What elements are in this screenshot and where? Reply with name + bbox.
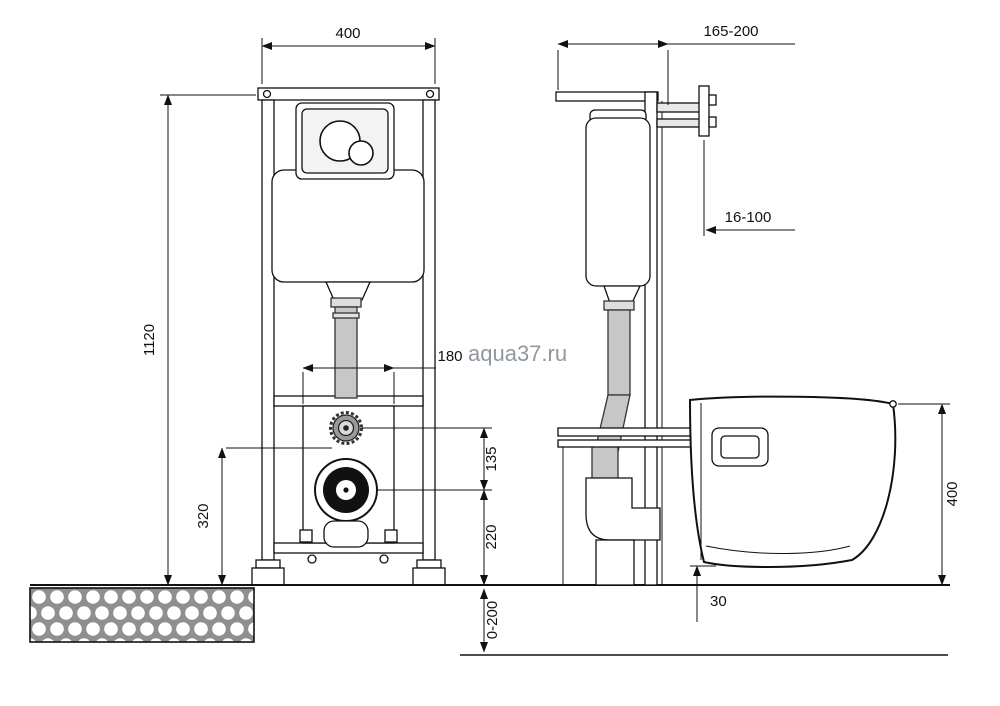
flush-plate [295, 102, 395, 180]
dim-inlet-spacing-label: 180 [437, 348, 462, 365]
dim-inlet-spacing [302, 364, 436, 404]
side-view: 165-200 16-100 400 30 [555, 23, 961, 622]
dim-inlet-to-outlet-label: 135 [483, 446, 500, 471]
water-inlet-connector [329, 411, 363, 445]
cistern-side [585, 109, 651, 304]
dim-bowl-height [898, 403, 950, 586]
dim-floor-adjust-label: 0-200 [484, 601, 501, 639]
flush-pipe [330, 297, 362, 399]
dim-frame-height [160, 94, 256, 586]
dim-frame-width [261, 38, 436, 84]
dim-bowl-floor-gap [690, 565, 716, 622]
dim-wall-gap-label: 16-100 [725, 209, 772, 226]
dim-outlet-height-label: 220 [483, 524, 500, 549]
dim-frame-width-label: 400 [335, 25, 360, 42]
floor-section [29, 587, 255, 643]
dim-bowl-height-label: 400 [944, 481, 961, 506]
dim-supply-height-label: 320 [195, 503, 212, 528]
front-view: 400 1120 180 135 220 [29, 25, 950, 656]
dim-bowl-floor-gap-label: 30 [710, 593, 727, 610]
wall-brackets [656, 85, 717, 137]
piping-side [585, 300, 661, 586]
dim-frame-depth [557, 40, 795, 105]
watermark-text: aqua37.ru [468, 341, 567, 366]
dim-supply-height [218, 447, 332, 586]
dim-wall-gap [703, 140, 795, 236]
toilet-bowl [688, 395, 897, 568]
dim-frame-depth-label: 165-200 [703, 23, 758, 40]
concealed-cistern [271, 169, 425, 301]
dim-frame-height-label: 1120 [141, 324, 158, 356]
drain-outlet [314, 458, 378, 548]
dim-inlet-to-outlet [362, 427, 492, 491]
